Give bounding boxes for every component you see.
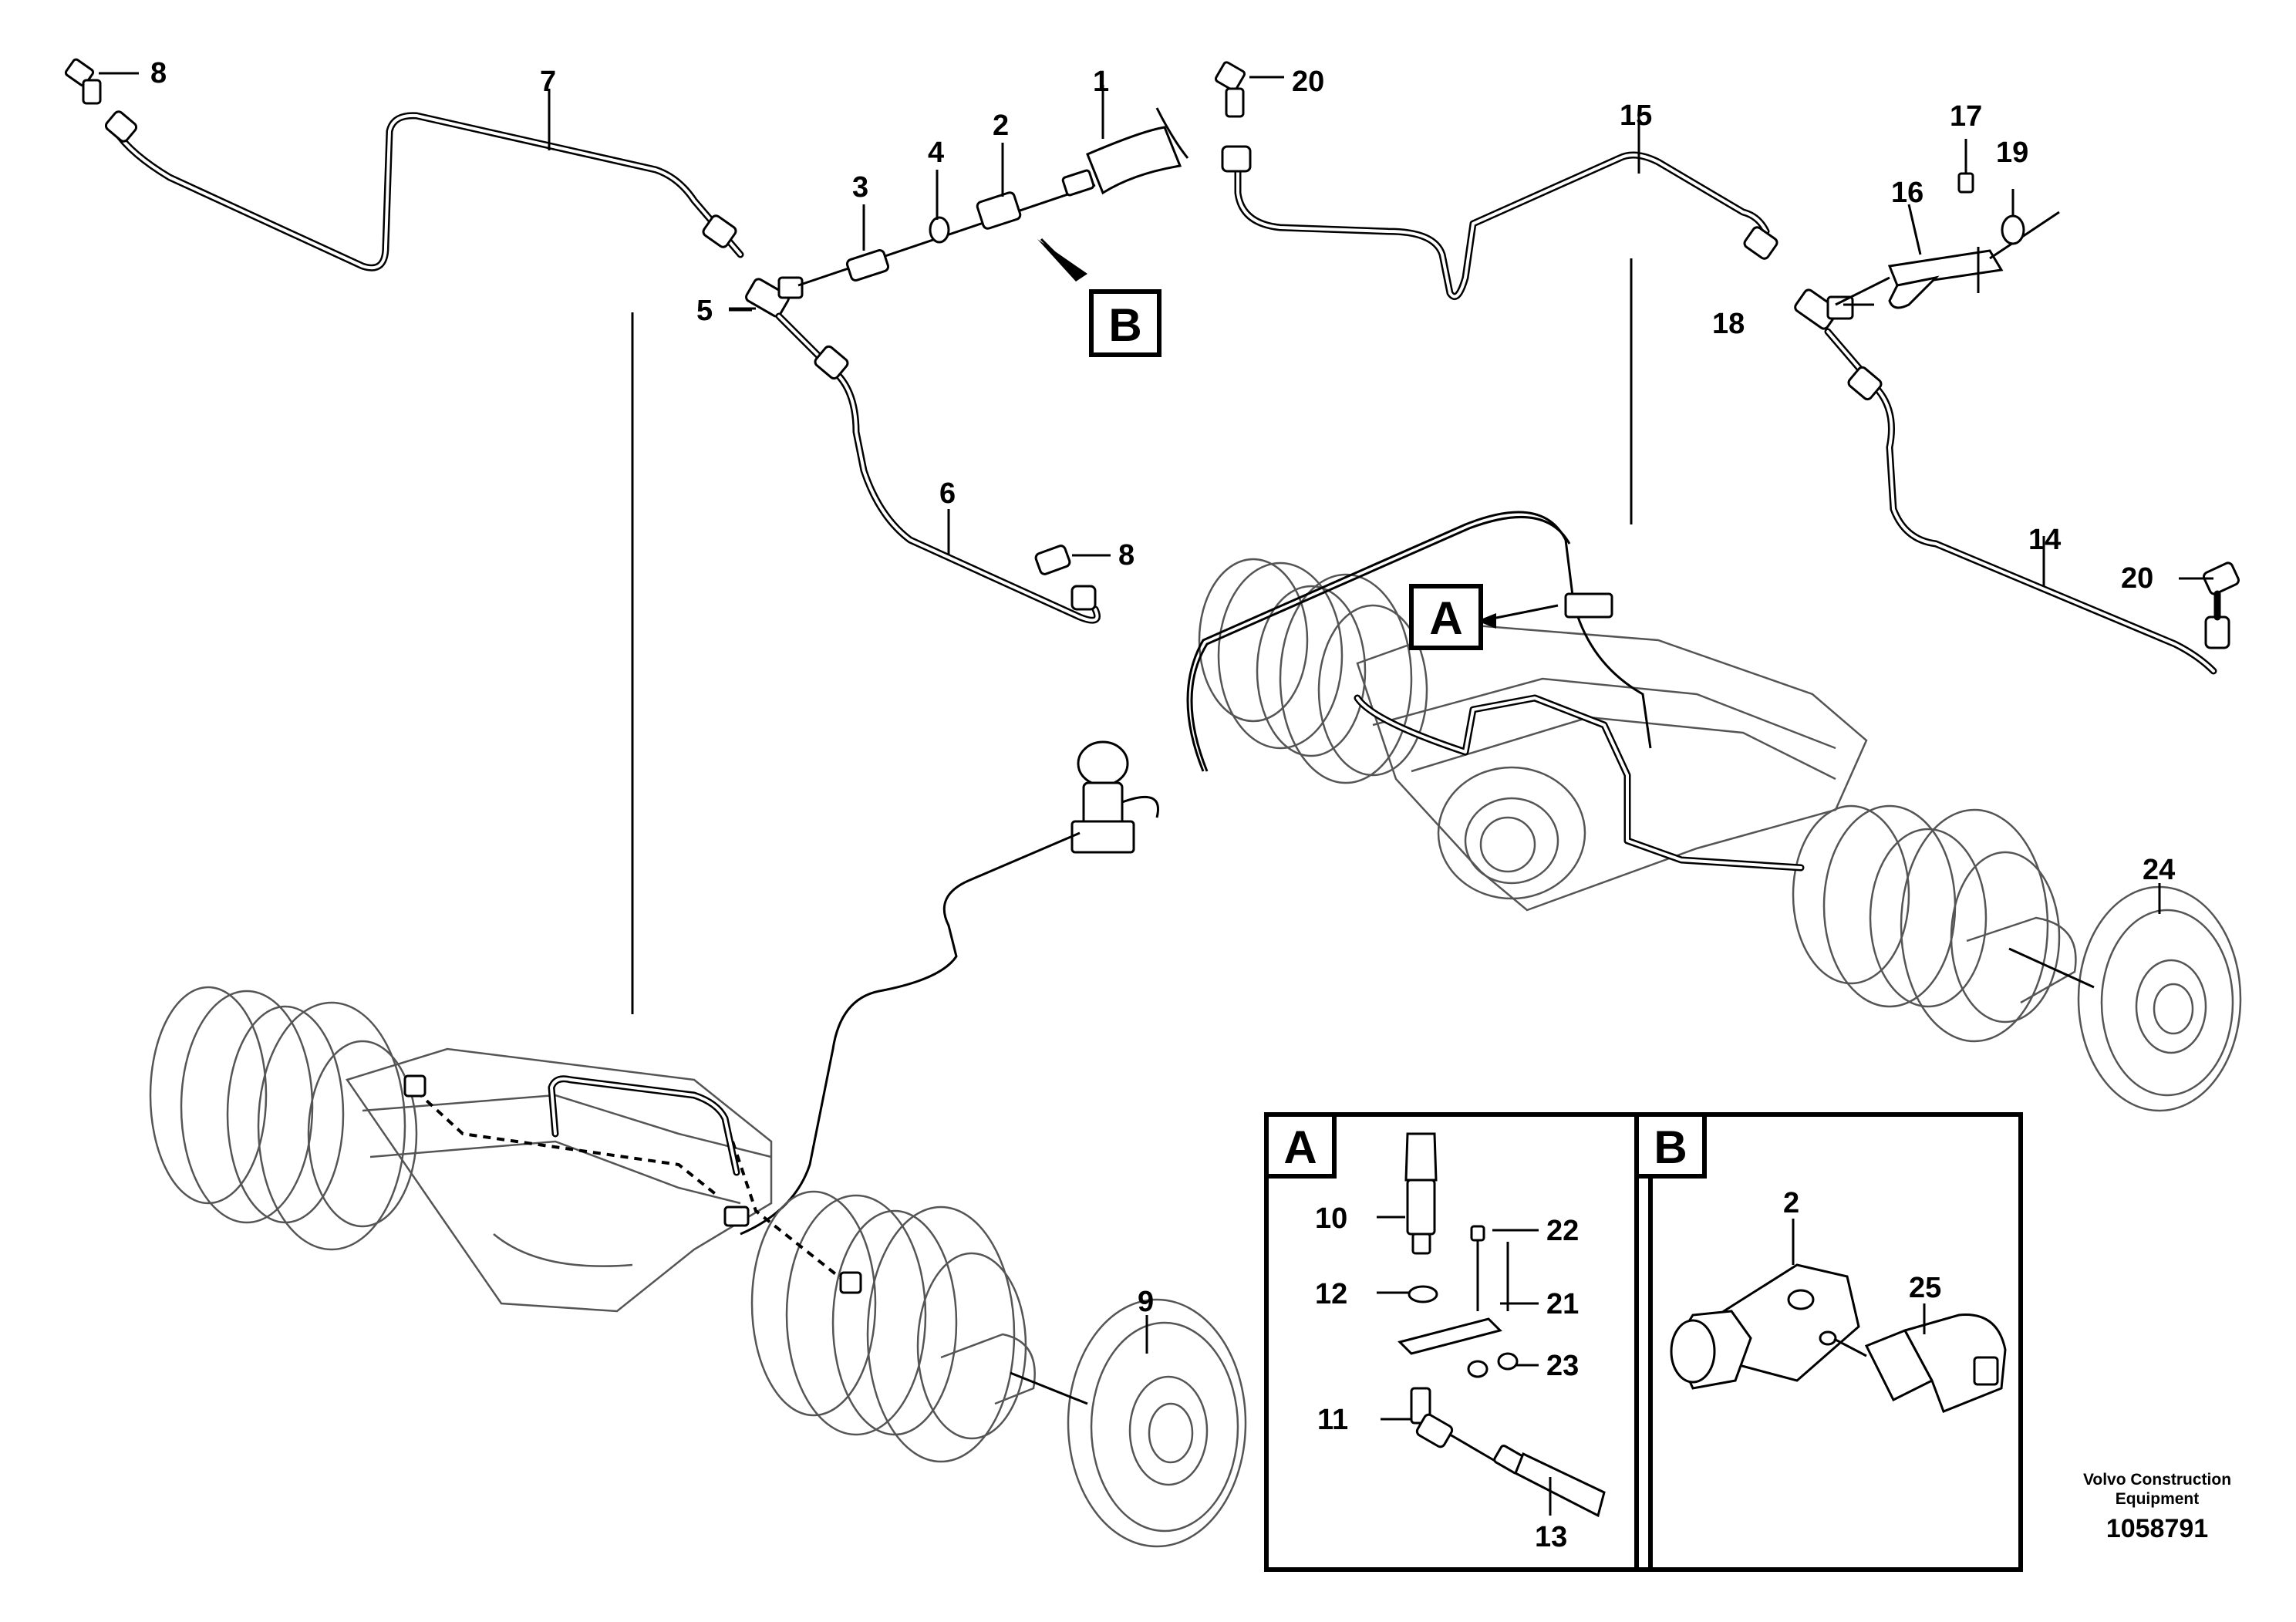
callout-19: 19 — [1996, 137, 2028, 169]
brake-drum-9 — [1010, 1298, 1247, 1548]
front-axle — [149, 986, 1036, 1463]
pipe-assembly-left: B — [64, 58, 1189, 1014]
fittings-row — [797, 107, 1189, 287]
callout-14: 14 — [2028, 524, 2061, 556]
footer: Volvo Construction Equipment 1058791 — [2083, 1471, 2231, 1543]
tee-fitting-5 — [729, 276, 804, 318]
callout-12: 12 — [1315, 1278, 1347, 1310]
detail-box-b: B — [1634, 1112, 2023, 1572]
callout-25: 25 — [1909, 1272, 1941, 1304]
callout-7: 7 — [540, 66, 556, 98]
callout-labels: 8 7 1 2 4 3 5 6 8 20 15 17 19 16 18 14 2… — [150, 57, 2175, 1553]
callout-23: 23 — [1546, 1350, 1579, 1382]
callout-21: 21 — [1546, 1288, 1579, 1320]
marker-a-main: A — [1429, 592, 1462, 644]
brand-line-1: Volvo Construction — [2083, 1471, 2231, 1489]
elbow-fitting-8-top — [64, 58, 139, 105]
callout-8a: 8 — [150, 57, 167, 89]
marker-a-detail: A — [1283, 1121, 1317, 1173]
pipe-assembly-right — [1214, 61, 2240, 675]
pipe-15 — [1234, 151, 1770, 300]
valve-assembly — [740, 740, 1159, 1236]
tee-2 — [976, 191, 1022, 230]
callout-24: 24 — [2143, 854, 2175, 886]
drawing-number: 1058791 — [2106, 1514, 2208, 1543]
callout-17: 17 — [1950, 100, 1982, 133]
adapter-3 — [845, 249, 890, 282]
callout-13: 13 — [1535, 1521, 1567, 1553]
rear-axle: A — [1186, 511, 2077, 1043]
callout-22: 22 — [1546, 1215, 1579, 1247]
callout-10: 10 — [1315, 1202, 1347, 1235]
callout-4: 4 — [928, 137, 944, 169]
callout-18: 18 — [1712, 308, 1745, 340]
callout-3: 3 — [852, 171, 868, 204]
callout-11: 11 — [1317, 1404, 1348, 1436]
callout-5: 5 — [696, 295, 713, 327]
pipe-7 — [112, 112, 744, 271]
callout-15: 15 — [1620, 99, 1652, 132]
detail-box-a: A — [1264, 1112, 1653, 1572]
callout-9: 9 — [1138, 1286, 1154, 1318]
callout-2-detail: 2 — [1783, 1187, 1799, 1219]
marker-b-main-frame — [1089, 289, 1161, 357]
callout-16: 16 — [1891, 177, 1923, 209]
brand-line-2: Equipment — [2116, 1490, 2200, 1508]
pipe-14 — [1824, 328, 2217, 675]
washer-4 — [929, 216, 950, 244]
callout-20a: 20 — [1292, 66, 1324, 98]
marker-b-main: B — [1108, 299, 1141, 351]
elbow-fitting-8-lower — [1034, 545, 1111, 611]
callout-20b: 20 — [2121, 562, 2153, 595]
hose-1 — [1086, 126, 1182, 195]
marker-a-main-frame — [1409, 584, 1483, 650]
callout-8b: 8 — [1118, 539, 1135, 572]
callout-6: 6 — [939, 477, 956, 510]
callout-1: 1 — [1093, 66, 1109, 98]
callout-2: 2 — [993, 110, 1009, 142]
marker-b-detail: B — [1654, 1121, 1687, 1173]
brake-drum-24 — [2008, 883, 2242, 1112]
